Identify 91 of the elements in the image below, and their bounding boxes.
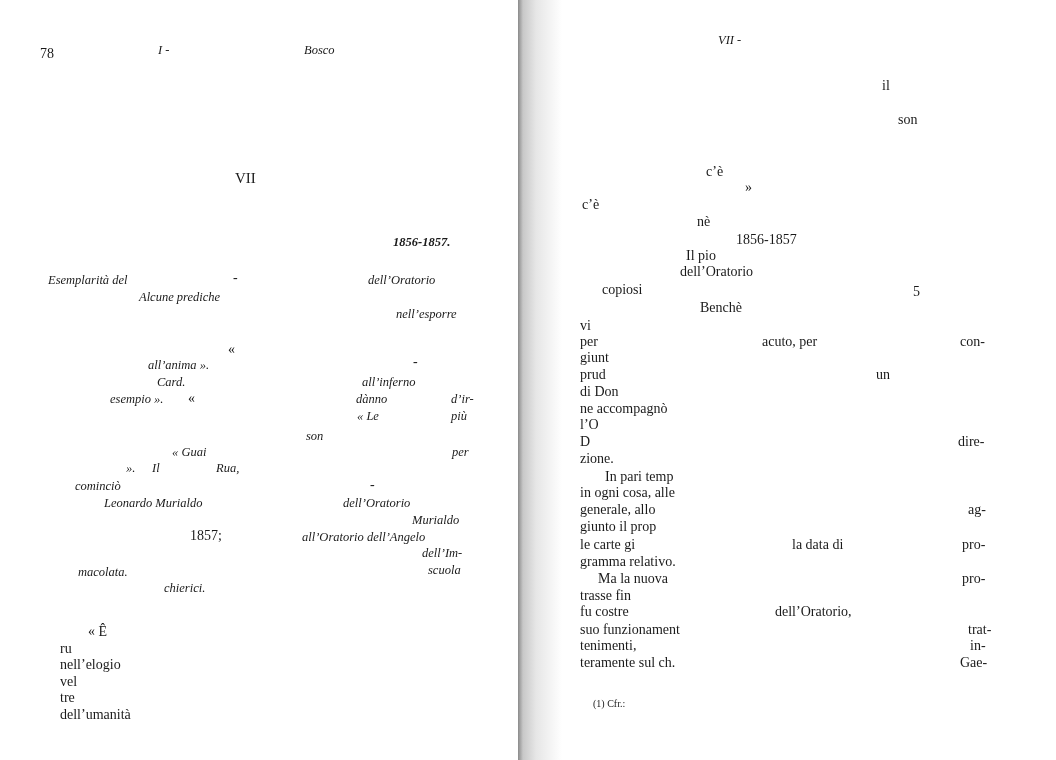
text-fragment: trasse fin (580, 589, 631, 603)
text-fragment: Alcune prediche (139, 290, 221, 304)
text-fragment: l’O (580, 418, 599, 432)
text-fragment: ne accompagnò (580, 402, 668, 416)
text-fragment: ». (126, 461, 136, 475)
text-fragment: dell’umanità (60, 708, 131, 722)
text-fragment: tenimenti, (580, 639, 637, 653)
text-fragment: cominciò (75, 479, 121, 493)
text-fragment: nè (697, 215, 711, 229)
text-fragment: generale, allo (580, 503, 656, 517)
text-fragment: » (745, 181, 752, 195)
text-fragment: scuola (428, 563, 461, 577)
text-fragment: Il pio (686, 249, 716, 263)
text-fragment: son (306, 429, 324, 443)
text-fragment: In pari temp (605, 470, 674, 484)
text-fragment: all’anima ». (148, 358, 210, 372)
text-fragment: il (882, 79, 890, 93)
text-fragment: zione. (580, 452, 614, 466)
text-fragment: 78 (40, 47, 54, 61)
text-fragment: suo funzionament (580, 623, 680, 637)
text-fragment: d’ir- (451, 392, 474, 406)
text-fragment: Leonardo Murialdo (104, 496, 203, 510)
text-fragment: Ma la nuova (598, 572, 668, 586)
text-fragment: vel (60, 675, 78, 689)
text-fragment: all’inferno (362, 375, 416, 389)
text-fragment: c’è (582, 198, 600, 212)
text-fragment: Gae- (960, 656, 988, 670)
text-fragment: ag- (968, 503, 986, 517)
text-fragment: prud (580, 368, 606, 382)
text-fragment: « (188, 392, 195, 406)
text-fragment: « (228, 343, 235, 357)
text-fragment: dire- (958, 435, 985, 449)
text-fragment: all’Oratorio dell’Angelo (302, 530, 426, 544)
text-fragment: macolata. (78, 565, 128, 579)
text-fragment: VII - (718, 33, 742, 47)
text-fragment: con- (960, 335, 985, 349)
text-fragment: - (413, 355, 418, 369)
text-fragment: Benchè (700, 301, 742, 315)
text-fragment: Bosco (304, 43, 335, 57)
text-fragment: VII (235, 170, 256, 186)
text-fragment: dell’Oratorio (680, 265, 754, 279)
text-fragment: vi (580, 319, 591, 333)
text-fragment: dell’Oratorio, (775, 605, 852, 619)
text-fragment: Card. (157, 375, 186, 389)
text-fragment: esempio ». (110, 392, 164, 406)
text-fragment: tre (60, 691, 75, 705)
text-fragment: un (876, 368, 890, 382)
text-fragment: di Don (580, 385, 619, 399)
text-fragment: 1856-1857. (393, 235, 451, 249)
text-fragment: giunto il prop (580, 520, 657, 534)
text-fragment: c’è (706, 165, 724, 179)
text-fragment: le carte gi (580, 538, 636, 552)
text-fragment: 1856-1857 (736, 233, 797, 247)
text-fragment: « Le (357, 409, 379, 423)
text-fragment: chierici. (164, 581, 206, 595)
text-fragment: son (898, 113, 918, 127)
text-fragment: per (452, 445, 469, 459)
text-fragment: Rua, (216, 461, 240, 475)
text-fragment: in- (970, 639, 986, 653)
text-fragment: dell’Im- (422, 546, 463, 560)
text-fragment: pro- (962, 572, 986, 586)
text-fragment: nell’esporre (396, 307, 457, 321)
text-fragment: I - (158, 43, 170, 57)
text-fragment: - (370, 478, 375, 492)
text-fragment: per (580, 335, 598, 349)
text-fragment: fu costre (580, 605, 629, 619)
text-fragment: trat- (968, 623, 992, 637)
text-fragment: ru (60, 642, 72, 656)
text-fragment: copiosi (602, 283, 643, 297)
text-fragment: acuto, per (762, 335, 818, 349)
text-fragment: dànno (356, 392, 388, 406)
text-fragment: più (451, 409, 467, 423)
text-fragment: Murialdo (412, 513, 460, 527)
text-fragment: Esemplarità del (48, 273, 128, 287)
text-fragment: teramente sul ch. (580, 656, 676, 670)
text-fragment: 1857; (190, 529, 222, 543)
text-fragment: « Guai (172, 445, 207, 459)
text-fragment: nell’elogio (60, 658, 121, 672)
text-fragment: « Ê (88, 625, 108, 639)
text-fragment: la data di (792, 538, 844, 552)
text-fragment: pro- (962, 538, 986, 552)
text-fragment: dell’Oratorio (343, 496, 411, 510)
text-fragment: 5 (913, 285, 920, 299)
text-fragment: dell’Oratorio (368, 273, 436, 287)
text-fragment: in ogni cosa, alle (580, 486, 675, 500)
text-fragment: gramma relativo. (580, 555, 676, 569)
text-fragment: (1) Cfr.: (593, 699, 626, 709)
text-fragment: - (233, 271, 238, 285)
text-fragment: Il (152, 461, 160, 475)
text-fragment: D (580, 435, 591, 449)
text-fragment: giunt (580, 351, 609, 365)
